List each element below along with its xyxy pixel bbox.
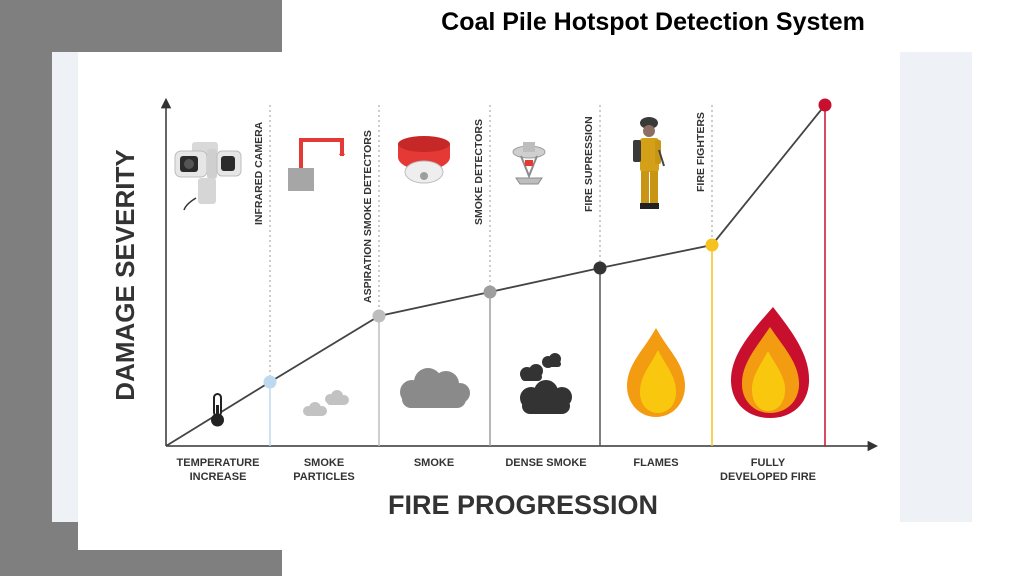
smoke-cloud-icon [400, 368, 470, 408]
dense-smoke-icon [520, 353, 572, 414]
sprinkler-icon [512, 142, 546, 185]
stage-label-2a: SMOKE [304, 457, 344, 469]
stage-label-1b: INCREASE [190, 471, 247, 483]
stage-label-2b: PARTICLES [293, 471, 355, 483]
stage-label-1a: TEMPERATURE [177, 457, 260, 469]
detector-label-fire-fighters: FIRE FIGHTERS [695, 112, 707, 192]
stage-label-6a: FULLY [751, 457, 786, 469]
x-axis-label: FIRE PROGRESSION [388, 490, 658, 520]
stage-label-5a: FLAMES [633, 457, 678, 469]
marker-2 [372, 309, 386, 323]
fully-developed-fire-icon [730, 307, 810, 418]
detector-label-fire-supression: FIRE SUPRESSION [583, 116, 595, 212]
stage-label-6b: DEVELOPED FIRE [720, 471, 816, 483]
smoke-detector-icon [398, 136, 450, 184]
page-title: Coal Pile Hotspot Detection System [441, 8, 865, 36]
marker-6 [818, 98, 832, 112]
detector-label-infrared-camera: INFRARED CAMERA [253, 121, 265, 225]
detector-label-aspiration: ASPIRATION SMOKE DETECTORS [362, 130, 374, 303]
marker-5 [705, 238, 719, 252]
diagram-card [78, 52, 900, 550]
firefighter-icon [633, 117, 665, 209]
stage-label-4a: DENSE SMOKE [505, 457, 586, 469]
flame-icon [627, 328, 685, 417]
marker-3 [483, 285, 497, 299]
stage-label-3a: SMOKE [414, 457, 454, 469]
aspiration-pipe-icon [288, 138, 345, 191]
marker-1 [263, 375, 277, 389]
y-axis-label: DAMAGE SEVERITY [110, 149, 140, 400]
smoke-particles-icon [303, 390, 349, 416]
marker-4 [593, 261, 607, 275]
thermometer-icon [211, 393, 224, 427]
detector-label-smoke-detectors: SMOKE DETECTORS [473, 119, 485, 225]
ptz-infrared-camera-icon [174, 142, 242, 211]
